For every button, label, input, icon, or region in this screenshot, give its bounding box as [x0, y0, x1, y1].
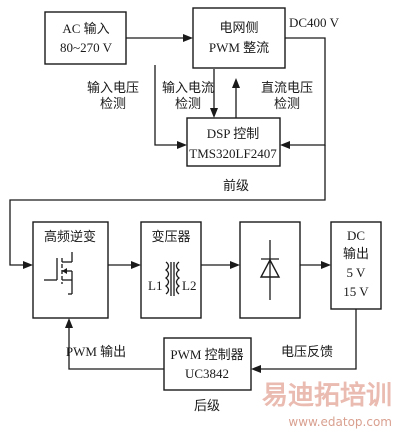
transformer-l1-label: L1 [148, 278, 162, 293]
arrow-icon [251, 365, 261, 373]
input-voltage-detect-line [154, 65, 182, 146]
dsp-control-line1: DSP 控制 [207, 126, 260, 141]
dsp-control-line2: TMS320LF2407 [189, 146, 277, 161]
input-voltage-detect-line2: 检测 [100, 96, 126, 111]
pwm-output-label: PWM 输出 [66, 344, 126, 359]
pwm-controller-line1: PWM 控制器 [170, 347, 243, 362]
dc-bus-line [9, 145, 326, 266]
arrow-icon [131, 261, 141, 269]
pwm-rectifier-box [192, 7, 286, 69]
pwm-controller-block: PWM 控制器 UC3842 [163, 337, 252, 391]
front-stage-label: 前级 [223, 178, 249, 193]
watermark-url: www.edatop.com [288, 415, 392, 429]
dc-output-block: DC 输出 5 V 15 V [330, 221, 382, 310]
arrow-icon [210, 108, 218, 118]
dsp-control-box [186, 117, 281, 167]
pwm-rectifier-block: 电网侧 PWM 整流 [192, 7, 286, 69]
dc-output-line4: 15 V [343, 284, 369, 299]
transformer-block: 变压器 L1 L2 [140, 221, 202, 319]
arrow-icon [230, 261, 240, 269]
dc-output-line1: DC [347, 228, 365, 243]
pwm-rectifier-line2: PWM 整流 [209, 40, 269, 55]
arrow-icon [321, 261, 331, 269]
ac-input-block: AC 输入 80~270 V [44, 11, 127, 65]
pwm-rectifier-line1: 电网侧 [219, 20, 258, 35]
hf-inverter-label: 高频逆变 [44, 229, 96, 244]
ac-input-line2: 80~270 V [60, 40, 113, 55]
dc-voltage-detect-line1: 直流电压 [261, 80, 313, 95]
diagram-labels: DC400 V 输入电压 检测 输入电流 检测 直流电压 检测 前级 PWM 输… [66, 15, 340, 413]
arrow-icon [232, 78, 240, 88]
pwm-controller-box [163, 337, 252, 391]
dc-output-box [330, 221, 382, 310]
rear-stage-label: 后级 [194, 398, 220, 413]
arrow-icon [23, 261, 33, 269]
transformer-coil-icon [164, 261, 181, 296]
pwm-output-line [68, 323, 164, 370]
arrow-icon [65, 318, 73, 328]
dc400-label: DC400 V [289, 15, 340, 30]
watermark-chinese: 易迪拓培训 [262, 381, 392, 411]
arrow-icon [280, 141, 290, 149]
pwm-controller-line2: UC3842 [185, 366, 229, 381]
dsp-control-block: DSP 控制 TMS320LF2407 [186, 117, 281, 167]
hf-inverter-box [32, 221, 109, 319]
arrowheads [23, 34, 331, 373]
dc-voltage-detect-line [285, 37, 326, 146]
voltage-feedback-line [256, 309, 357, 370]
arrow-icon [177, 141, 187, 149]
dc-voltage-detect-line2: 检测 [274, 96, 300, 111]
diode-icon [259, 240, 281, 300]
output-rectifier-block [239, 221, 301, 319]
arrow-icon [183, 34, 193, 42]
dc-output-line3: 5 V [347, 265, 367, 280]
hf-inverter-block: 高频逆变 [32, 221, 109, 319]
voltage-feedback-label: 电压反馈 [281, 344, 333, 359]
input-current-detect-line1: 输入电流 [162, 80, 214, 95]
mosfet-icon [44, 252, 73, 295]
input-current-detect-line2: 检测 [175, 96, 201, 111]
transformer-label: 变压器 [151, 229, 190, 244]
ac-input-line1: AC 输入 [62, 21, 109, 36]
ac-input-box [44, 11, 127, 65]
transformer-l2-label: L2 [182, 278, 196, 293]
watermark: 易迪拓培训 www.edatop.com [262, 381, 392, 429]
dc-output-line2: 输出 [343, 246, 369, 261]
input-voltage-detect-line1: 输入电压 [87, 80, 139, 95]
connection-lines [9, 37, 357, 370]
